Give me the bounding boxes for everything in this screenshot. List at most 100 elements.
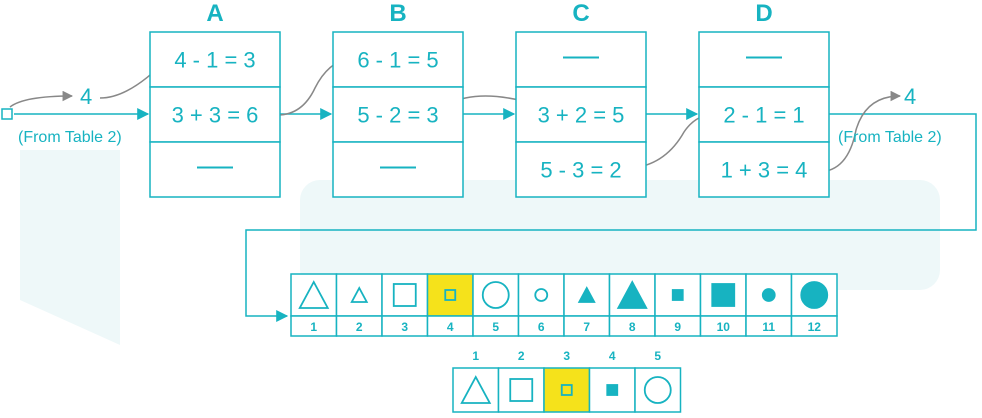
table-1-column-a: A 4 - 1 = 3 3 + 3 = 6 —	[149, 0, 281, 198]
d3-to-output-arrow	[817, 90, 902, 173]
table-2-cell: 8	[608, 273, 656, 337]
outline-square-small-icon	[444, 289, 457, 301]
shape-cell	[517, 273, 565, 317]
outline-triangle-small-icon	[350, 286, 369, 303]
equation-text: 6 - 1 = 5	[357, 48, 438, 73]
table-1-cell	[698, 86, 830, 143]
flow-line-out	[245, 113, 977, 322]
equation-text: 5 - 2 = 3	[357, 103, 438, 128]
outline-circle-small-icon	[534, 288, 549, 302]
answer-shape-cell	[452, 367, 500, 413]
table-1-column-c: C — 3 + 2 = 5 5 - 3 = 2	[515, 0, 647, 198]
output-value: 4	[904, 84, 916, 109]
empty-cell-value: —	[387, 156, 409, 181]
answer-cell: 1	[452, 349, 500, 413]
answer-number: 2	[518, 349, 525, 363]
shape-cell	[335, 273, 383, 317]
empty-cell-value: —	[570, 46, 592, 71]
table-1-column-b: B 6 - 1 = 5 5 - 2 = 3 —	[332, 0, 464, 198]
answer-number: 1	[472, 349, 479, 363]
shape-cell	[381, 273, 429, 317]
answer-cell: 4	[588, 349, 636, 413]
table-2-cell: 6	[517, 273, 565, 337]
shape-cell	[472, 273, 520, 317]
number-cell	[790, 315, 838, 337]
answer-shape-cell	[543, 367, 591, 413]
cell-number: 5	[492, 320, 499, 334]
outline-square-large-icon	[392, 283, 417, 307]
outline-triangle-large-icon	[298, 280, 330, 309]
filled-circle-small-icon	[761, 288, 776, 302]
start-square-icon	[1, 108, 13, 120]
table-1-cell	[332, 86, 464, 143]
cell-number: 12	[808, 320, 822, 334]
cell-number: 4	[447, 320, 454, 334]
table-2-cell: 2	[335, 273, 383, 337]
table-1-cell	[515, 31, 647, 88]
equation-text: 3 + 2 = 5	[538, 103, 625, 128]
cell-number: 8	[629, 320, 636, 334]
table-1-cell	[149, 86, 281, 143]
answer-shape-cell	[634, 367, 682, 413]
table-1-column-d: D — 2 - 1 = 1 1 + 3 = 4	[698, 0, 830, 198]
answer-number: 5	[654, 349, 661, 363]
filled-square-large-icon	[711, 283, 736, 307]
table-1-cell	[332, 31, 464, 88]
column-title: D	[755, 0, 772, 27]
equation-text: 4 - 1 = 3	[174, 48, 255, 73]
filled-square-small-icon	[671, 289, 684, 301]
equation-text: 3 + 3 = 6	[172, 103, 259, 128]
answer-cell: 3	[543, 349, 591, 413]
table-1-cell	[149, 141, 281, 198]
cell-number: 10	[717, 320, 731, 334]
cell-number: 3	[401, 320, 408, 334]
table-2-cell: 3	[381, 273, 429, 337]
outline-square-large-icon	[509, 378, 534, 402]
outline-triangle-large-icon	[460, 375, 492, 404]
table-2-cell: 11	[745, 273, 793, 337]
filled-circle-large-icon	[800, 281, 829, 309]
equation-text: 1 + 3 = 4	[721, 158, 808, 183]
shape-cell	[426, 273, 474, 317]
answer-strip: 1 2 3 4 5	[452, 349, 682, 413]
table-2-cell: 10	[699, 273, 747, 337]
input-arrow	[9, 90, 74, 108]
table-1: A 4 - 1 = 3 3 + 3 = 6 — B 6 - 1 = 5 5 - 2 = 3 —…	[149, 0, 830, 198]
table-1-cell	[698, 31, 830, 88]
answer-cell: 5	[634, 349, 682, 413]
empty-cell-value: —	[204, 156, 226, 181]
cell-number: 2	[356, 320, 363, 334]
filled-square-small-icon	[606, 384, 619, 396]
column-title: A	[206, 0, 223, 27]
cell-number: 6	[538, 320, 545, 334]
column-title: C	[572, 0, 589, 27]
filled-triangle-small-icon	[577, 286, 596, 303]
empty-cell-value: —	[753, 46, 775, 71]
input-value: 4	[80, 84, 92, 109]
table-2-cell: 5	[472, 273, 520, 337]
table-2-cell: 4	[426, 273, 474, 337]
cell-number: 1	[310, 320, 317, 334]
equation-text: 2 - 1 = 1	[723, 103, 804, 128]
column-title: B	[389, 0, 406, 27]
table-1-cell	[515, 141, 647, 198]
table-2-cell: 9	[654, 273, 702, 337]
table-2-cell: 7	[563, 273, 611, 337]
cell-number: 11	[762, 320, 775, 334]
cell-number: 9	[674, 320, 681, 334]
table-1-cell	[515, 86, 647, 143]
outline-circle-large-icon	[643, 376, 672, 404]
table-1-cell	[698, 141, 830, 198]
filled-triangle-large-icon	[616, 280, 648, 309]
outline-square-small-icon	[560, 384, 573, 396]
equation-text: 5 - 3 = 2	[540, 158, 621, 183]
table-2-cell: 12	[790, 273, 838, 337]
answer-number: 4	[609, 349, 616, 363]
output-note: (From Table 2)	[838, 129, 942, 146]
answer-cell: 2	[497, 349, 545, 413]
table-2-cell: 1	[290, 273, 338, 337]
watermark-backdrop	[20, 150, 940, 345]
